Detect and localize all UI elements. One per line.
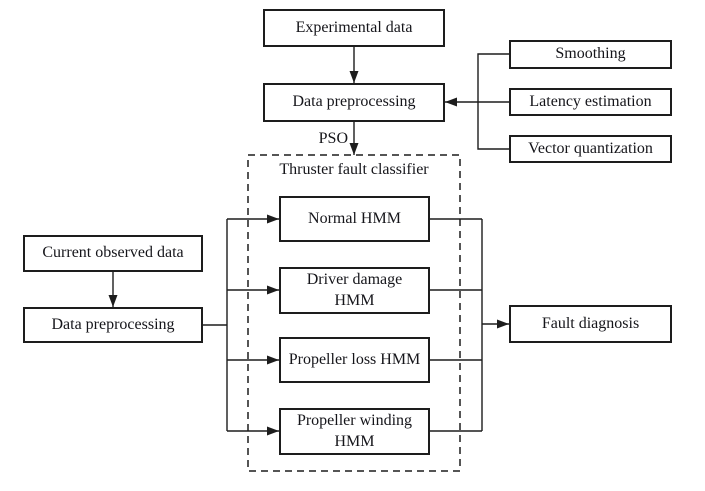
node-propeller-winding-hmm: Propeller winding HMM: [279, 408, 430, 455]
node-propeller-loss-hmm: Propeller loss HMM: [279, 337, 430, 383]
node-driver-damage-hmm: Driver damage HMM: [279, 267, 430, 314]
node-normal-hmm: Normal HMM: [279, 196, 430, 242]
classifier-group-title: Thruster fault classifier: [279, 161, 429, 178]
node-data-preprocessing-top: Data preprocessing: [263, 83, 445, 122]
node-experimental-data: Experimental data: [263, 9, 445, 47]
node-latency-estimation: Latency estimation: [509, 88, 672, 116]
node-fault-diagnosis: Fault diagnosis: [509, 305, 672, 343]
node-vector-quantization: Vector quantization: [509, 135, 672, 163]
pso-edge-label: PSO: [318, 130, 348, 147]
node-current-observed-data: Current observed data: [23, 235, 203, 272]
node-data-preprocessing-left: Data preprocessing: [23, 307, 203, 343]
node-smoothing: Smoothing: [509, 40, 672, 69]
